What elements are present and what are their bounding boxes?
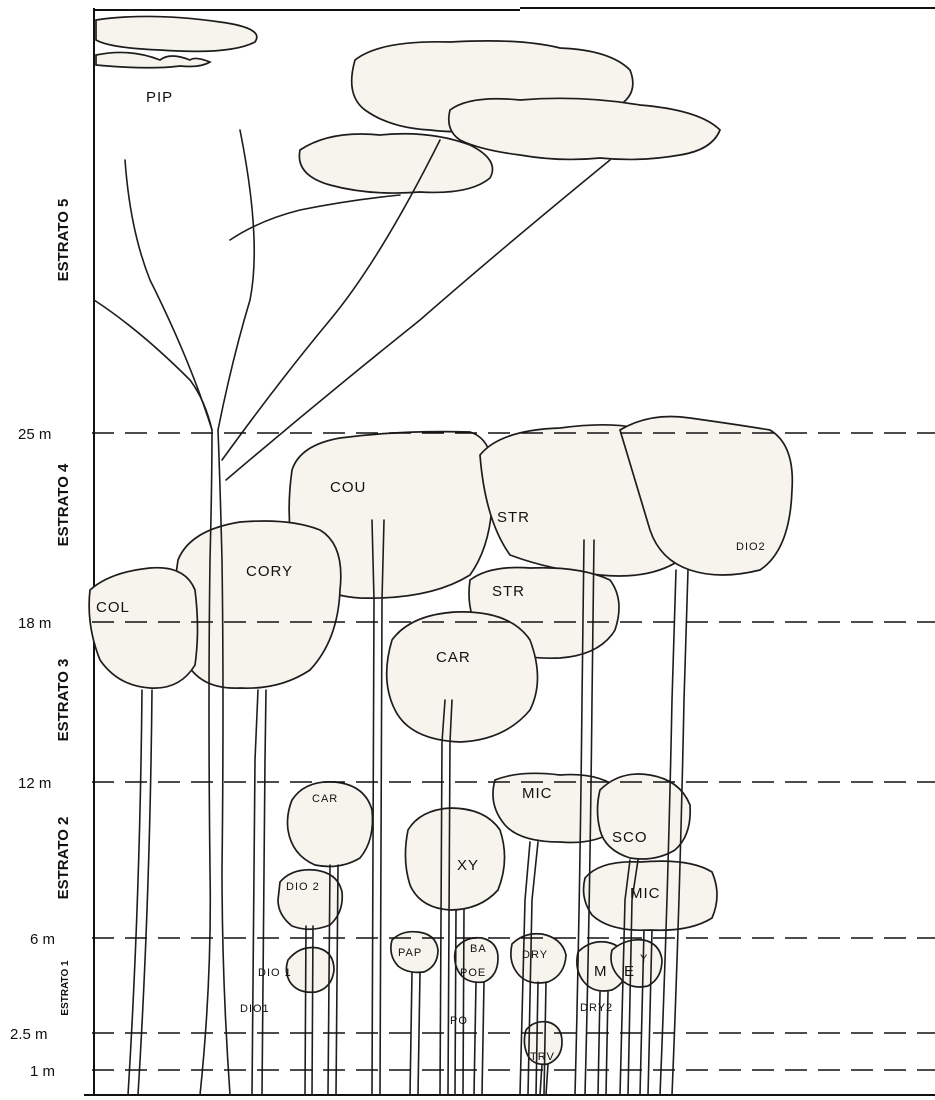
species-label-pip: PIP <box>146 89 173 106</box>
species-label-y: Y <box>640 953 648 965</box>
species-label-xy: XY <box>457 857 479 874</box>
species-label-col: COL <box>96 599 130 616</box>
canopy-col <box>89 568 197 688</box>
height-label-1m: 1 m <box>30 1063 55 1080</box>
branch-emergent-left <box>125 130 254 430</box>
height-labels: 25 m 18 m 12 m 6 m 2.5 m 1 m <box>10 426 55 1080</box>
species-label-e: E <box>624 963 635 980</box>
stratum-label-4: ESTRATO 4 <box>55 463 72 546</box>
stratum-labels: ESTRATO 5 ESTRATO 4 ESTRATO 3 ESTRATO 2 … <box>55 199 72 1016</box>
species-label-str-lower: STR <box>492 583 525 600</box>
trunk-col <box>128 690 152 1095</box>
species-label-mic-lower: MIC <box>630 885 661 902</box>
height-label-12m: 12 m <box>18 775 51 792</box>
species-label-poe: POE <box>460 967 486 979</box>
height-label-25m: 25 m <box>18 426 51 443</box>
canopy-dio2-lower <box>278 870 342 930</box>
height-label-18m: 18 m <box>18 615 51 632</box>
trunk-cou <box>372 520 384 1095</box>
species-label-ba: BA <box>470 943 487 955</box>
canopy-xy <box>405 808 504 910</box>
species-label-m: M <box>594 963 608 980</box>
species-label-str-upper: STR <box>497 509 530 526</box>
species-label-dio1-a: DIO 1 <box>258 967 292 979</box>
canopy-dio1 <box>286 948 334 993</box>
canopy-top-left-lower <box>96 52 210 67</box>
trunk-pap <box>410 972 420 1095</box>
species-label-dry: DRY <box>522 949 548 961</box>
stratum-label-1: ESTRATO 1 <box>60 960 71 1016</box>
canopy-car-upper <box>387 612 538 742</box>
stratum-label-5: ESTRATO 5 <box>55 199 72 282</box>
species-label-car-lower: CAR <box>312 793 338 805</box>
species-label-dio1-b: DIO1 <box>240 1003 270 1015</box>
trunk-cory <box>252 690 266 1095</box>
stratum-label-3: ESTRATO 3 <box>55 659 72 742</box>
species-label-dio2-upper: DIO2 <box>736 541 766 553</box>
species-label-mic-upper: MIC <box>522 785 553 802</box>
species-label-pap: PAP <box>398 947 422 959</box>
species-label-dio2-lower: DIO 2 <box>286 881 320 893</box>
branch-emergent-far-left <box>94 300 212 430</box>
branch-emergent-upper <box>230 195 400 240</box>
species-label-car-upper: CAR <box>436 649 471 666</box>
trunk-poe <box>474 982 484 1095</box>
species-label-dry2: DRY2 <box>580 1002 613 1014</box>
species-label-po: PO <box>450 1015 468 1027</box>
species-label-cou: COU <box>330 479 366 496</box>
canopy-sco <box>598 774 691 859</box>
canopy-pip-right <box>449 98 720 159</box>
canopy-pip-center <box>299 134 492 193</box>
species-label-cory: CORY <box>246 563 293 580</box>
height-label-2.5m: 2.5 m <box>10 1026 48 1043</box>
species-label-sco: SCO <box>612 829 648 846</box>
species-label-trv: TRV <box>530 1051 555 1063</box>
stratum-label-2: ESTRATO 2 <box>55 817 72 900</box>
height-label-6m: 6 m <box>30 931 55 948</box>
canopy-cory <box>175 521 341 688</box>
canopy-top-left <box>96 16 257 51</box>
